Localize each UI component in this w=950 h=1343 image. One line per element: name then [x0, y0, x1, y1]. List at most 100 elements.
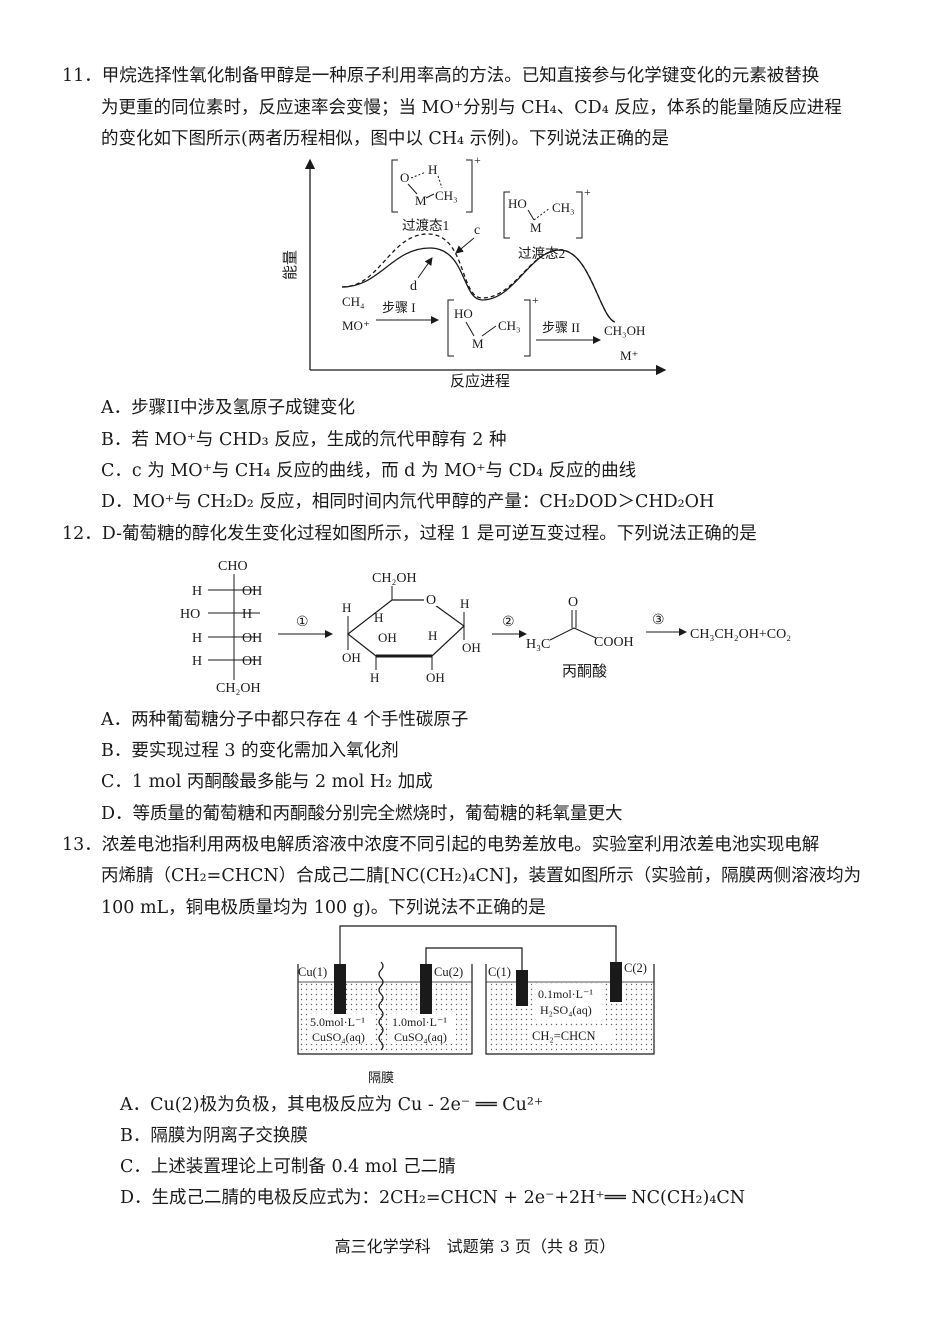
svg-text:0.1mol·L⁻¹: 0.1mol·L⁻¹: [538, 987, 593, 1001]
svg-text:CH₂OH: CH₂OH: [216, 681, 261, 696]
q11-option-c: C．c 为 MO⁺与 CH₄ 反应的曲线，而 d 为 MO⁺与 CD₄ 反应的曲…: [101, 461, 637, 481]
membrane: [378, 961, 384, 1051]
curve-c-pointer: [455, 237, 475, 254]
q11-option-d: D．MO⁺与 CH₂D₂ 反应，相同时间内氘代甲醇的产量：CH₂DOD＞CHD₂…: [101, 492, 715, 512]
svg-text:M: M: [415, 193, 427, 208]
q13-option-c: C．上述装置理论上可制备 0.4 mol 己二腈: [120, 1157, 456, 1177]
svg-text:CH₃: CH₃: [498, 318, 521, 333]
svg-text:H: H: [370, 670, 379, 685]
step-1-label: 步骤 I: [382, 300, 416, 315]
c1-electrode: [516, 970, 528, 1006]
svg-text:OH: OH: [242, 631, 262, 646]
q12-stem-line-1: 12．D-葡萄糖的醇化发生变化过程如图所示，过程 1 是可逆互变过程。下列说法正…: [62, 524, 757, 544]
svg-text:H: H: [242, 607, 252, 622]
svg-text:C(2): C(2): [624, 961, 647, 975]
final-product: CH₃CH₂OH+CO₂: [690, 627, 791, 642]
x-axis-label: 反应进程: [450, 372, 510, 390]
product-ch3oh: CH₃OH: [604, 323, 645, 338]
svg-text:CH₃: CH₃: [435, 188, 458, 203]
q11-stem-line-2: 为更重的同位素时，反应速率会变慢；当 MO⁺分别与 CH₄、CD₄ 反应，体系的…: [101, 98, 842, 118]
energy-diagram: 能量 反应进程 + O H M CH₃ 过渡态1 c d + HO CH₃ M …: [282, 153, 667, 390]
svg-text:+: +: [584, 185, 591, 199]
membrane-label: 隔膜: [368, 1070, 394, 1085]
svg-text:H₃C: H₃C: [526, 637, 550, 652]
q12-option-d: D．等质量的葡萄糖和丙酮酸分别完全燃烧时，葡萄糖的耗氧量更大: [101, 804, 623, 824]
reactant-ch4: CH₄: [342, 294, 365, 309]
pyruvic-acid: O H₃C COOH 丙酮酸: [526, 595, 634, 680]
q11-stem-line-1: 11．甲烷选择性氧化制备甲醇是一种原子利用率高的方法。已知直接参与化学键变化的元…: [62, 66, 820, 86]
svg-text:CHO: CHO: [218, 559, 248, 574]
curve-d: [341, 247, 616, 323]
left-vessel: Cu(1) Cu(2) 5.0mol·L⁻¹ CuSO₄(aq) 1.0mol·…: [297, 961, 473, 1055]
right-vessel: C(1) C(2) 0.1mol·L⁻¹ H₂SO₄(aq) CH₂=CHCN: [485, 961, 655, 1055]
svg-text:C(1): C(1): [488, 965, 511, 979]
step-2-marker: ②: [502, 615, 515, 630]
svg-text:O: O: [568, 595, 578, 610]
reactant-mo: MO⁺: [342, 318, 370, 333]
svg-text:HO: HO: [454, 306, 473, 321]
q13-option-d: D．生成己二腈的电极反应式为：2CH₂=CHCN + 2e⁻+2H⁺══ NC(…: [120, 1188, 746, 1208]
svg-text:O: O: [426, 593, 436, 608]
q12-option-a: A．两种葡萄糖分子中都只存在 4 个手性碳原子: [101, 710, 469, 730]
svg-text:HO: HO: [180, 607, 200, 622]
q11-stem-line-3: 的变化如下图所示(两者历程相似，图中以 CH₄ 示例)。下列说法正确的是: [101, 129, 669, 149]
svg-text:OH: OH: [242, 584, 262, 599]
fischer-glucose: CHO H OH OH HO H H OH H OH CH₂OH: [180, 559, 262, 696]
svg-text:O: O: [400, 170, 409, 185]
svg-text:+: +: [474, 153, 481, 167]
svg-text:CH₃: CH₃: [552, 200, 575, 215]
svg-text:COOH: COOH: [594, 635, 634, 650]
svg-text:OH: OH: [342, 650, 361, 665]
q12-option-c: C．1 mol 丙酮酸最多能与 2 mol H₂ 加成: [101, 772, 433, 792]
svg-text:CH₂=CHCN: CH₂=CHCN: [532, 1029, 596, 1043]
svg-text:Cu(1): Cu(1): [298, 965, 327, 979]
svg-text:CuSO₄(aq): CuSO₄(aq): [312, 1030, 365, 1044]
svg-text:OH: OH: [462, 640, 481, 655]
curve-d-label: d: [410, 279, 417, 294]
svg-text:HO: HO: [508, 196, 527, 211]
svg-text:H: H: [192, 654, 202, 669]
svg-text:H: H: [428, 628, 437, 643]
q12-option-b: B．要实现过程 3 的变化需加入氧化剂: [101, 741, 399, 761]
curve-c-label: c: [474, 223, 480, 238]
svg-text:H₂SO₄(aq): H₂SO₄(aq): [540, 1003, 592, 1017]
y-axis-label: 能量: [282, 250, 299, 280]
q13-stem-line-1: 13．浓差电池指利用两极电解质溶液中浓度不同引起的电势差放电。实验室利用浓差电池…: [62, 835, 820, 855]
step-1-marker: ①: [296, 615, 309, 630]
svg-text:1.0mol·L⁻¹: 1.0mol·L⁻¹: [392, 1015, 447, 1029]
svg-text:OH: OH: [242, 654, 262, 669]
svg-text:H: H: [374, 610, 383, 625]
page-footer: 高三化学学科 试题第 3 页（共 8 页）: [334, 1237, 616, 1256]
transition-state-1: + O H M CH₃: [391, 153, 481, 213]
svg-text:5.0mol·L⁻¹: 5.0mol·L⁻¹: [310, 1015, 365, 1029]
transition-state-2: + HO CH₃ M: [503, 185, 591, 239]
step-2-label: 步骤 II: [542, 320, 580, 335]
svg-text:M: M: [472, 336, 484, 351]
c2-electrode: [610, 962, 622, 1002]
q13-stem-line-2: 丙烯腈（CH₂=CHCN）合成己二腈[NC(CH₂)₄CN]，装置如图所示（实验…: [101, 866, 862, 886]
svg-text:OH: OH: [378, 630, 397, 645]
ts1-label: 过渡态1: [402, 218, 449, 233]
inner-wire: [425, 947, 523, 970]
svg-text:CuSO₄(aq): CuSO₄(aq): [394, 1030, 447, 1044]
product-m: M⁺: [620, 348, 638, 363]
svg-text:Cu(2): Cu(2): [434, 965, 463, 979]
svg-text:H: H: [192, 631, 202, 646]
svg-text:H: H: [428, 162, 437, 177]
concentration-cell-diagram: Cu(1) Cu(2) 5.0mol·L⁻¹ CuSO₄(aq) 1.0mol·…: [297, 925, 655, 1085]
q13-option-b: B．隔膜为阴离子交换膜: [120, 1126, 308, 1146]
svg-text:H: H: [192, 584, 202, 599]
svg-text:OH: OH: [426, 670, 445, 685]
svg-text:H: H: [460, 596, 469, 611]
svg-text:CH₂OH: CH₂OH: [372, 571, 417, 586]
svg-text:H: H: [342, 600, 351, 615]
outer-wire: [339, 925, 617, 968]
q11-option-b: B．若 MO⁺与 CHD₃ 反应，生成的氘代甲醇有 2 种: [101, 430, 507, 450]
step-3-marker: ③: [652, 613, 665, 628]
haworth-glucose: CH₂OH O H OH H H OH H OH H OH: [342, 571, 481, 685]
svg-text:+: +: [532, 293, 539, 307]
glucose-pathway-diagram: CHO H OH OH HO H H OH H OH CH₂OH ① CH₂OH…: [180, 559, 791, 696]
intermediate: + HO CH₃ M: [447, 293, 539, 357]
pyruvic-acid-name: 丙酮酸: [562, 663, 607, 680]
q13-stem-line-3: 100 mL，铜电极质量均为 100 g)。下列说法不正确的是: [101, 898, 546, 918]
